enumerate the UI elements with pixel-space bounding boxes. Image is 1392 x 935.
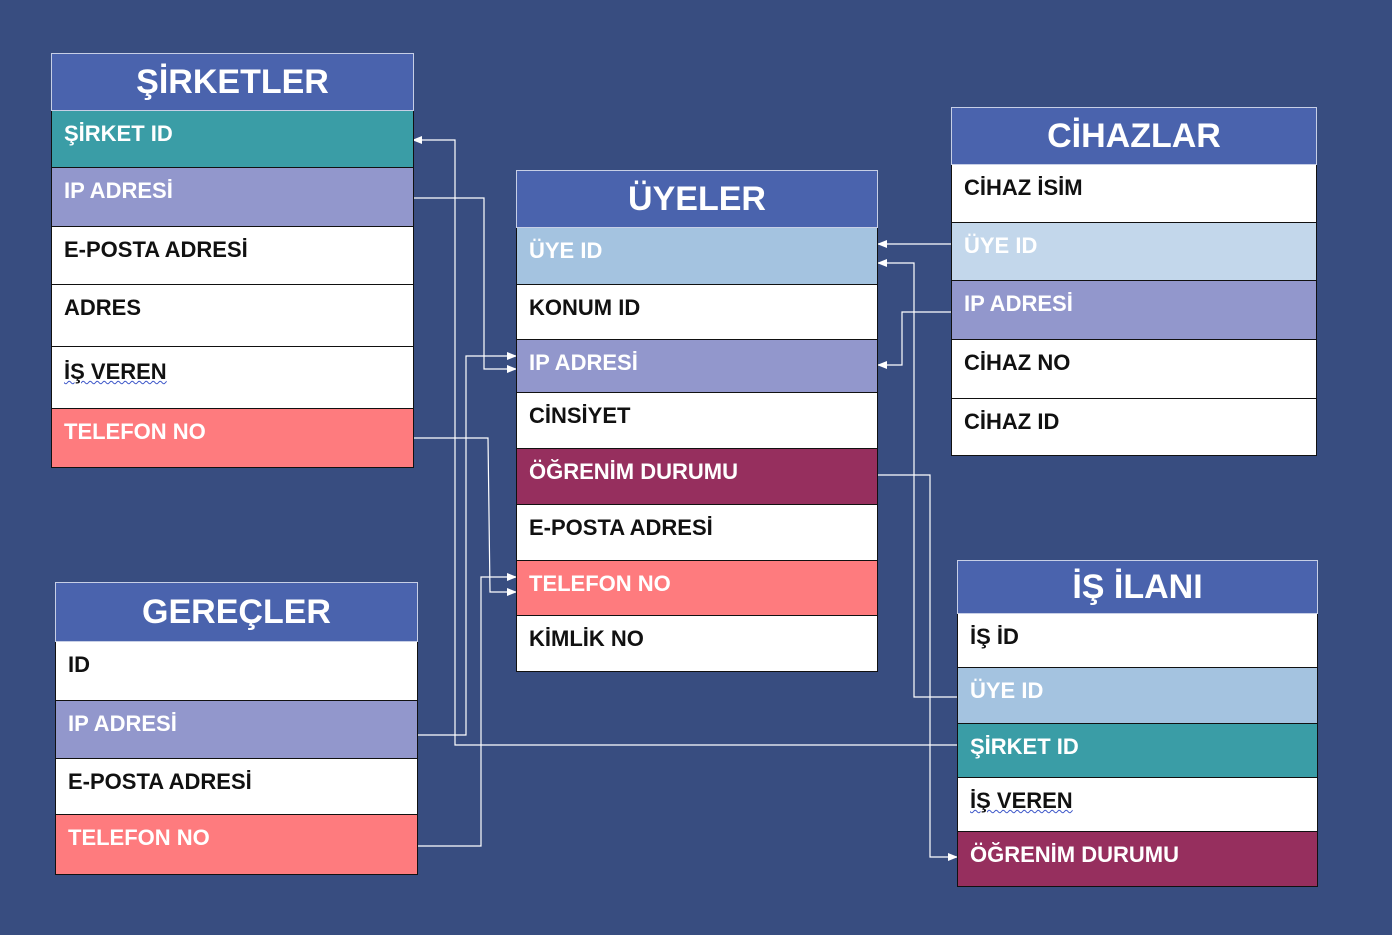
table-title-sirketler: ŞİRKETLER [51, 53, 414, 111]
connector-ip-cihazlar-to-uyeler [877, 311, 952, 369]
field-telefon-no: TELEFON NO [51, 409, 414, 468]
field-e-posta-adresi: E-POSTA ADRESİ [516, 505, 878, 561]
field-ip-adresi: IP ADRESİ [51, 168, 414, 227]
table-cihazlar: CİHAZLAR CİHAZ İSİM ÜYE ID IP ADRESİ CİH… [951, 107, 1317, 456]
field-cihaz-isim: CİHAZ İSİM [951, 165, 1317, 223]
field-id: ID [55, 642, 418, 701]
connector-ogrenim-uyeler-to-is-ilani [878, 474, 958, 861]
field-sirket-id: ŞİRKET ID [957, 724, 1318, 778]
field-cihaz-id: CİHAZ ID [951, 399, 1317, 456]
field-is-veren-label: İŞ VEREN [970, 788, 1073, 813]
field-ip-adresi: IP ADRESİ [951, 281, 1317, 340]
field-uye-id: ÜYE ID [957, 668, 1318, 724]
field-ogrenim-durumu: ÖĞRENİM DURUMU [957, 832, 1318, 887]
field-e-posta-adresi: E-POSTA ADRESİ [51, 227, 414, 285]
table-uyeler: ÜYELER ÜYE ID KONUM ID IP ADRESİ CİNSİYE… [516, 170, 878, 672]
field-cihaz-no: CİHAZ NO [951, 340, 1317, 399]
field-ip-adresi: IP ADRESİ [55, 701, 418, 759]
connector-ip-gerecler-to-uyeler [418, 352, 517, 736]
field-ip-adresi: IP ADRESİ [516, 340, 878, 393]
table-gerecler: GEREÇLER ID IP ADRESİ E-POSTA ADRESİ TEL… [55, 582, 418, 875]
table-title-gerecler: GEREÇLER [55, 582, 418, 642]
field-ogrenim-durumu: ÖĞRENİM DURUMU [516, 449, 878, 505]
table-sirketler: ŞİRKETLER ŞİRKET ID IP ADRESİ E-POSTA AD… [51, 53, 414, 468]
field-adres: ADRES [51, 285, 414, 347]
connector-uye-id-is-ilani-to-uyeler [877, 259, 958, 698]
field-e-posta-adresi: E-POSTA ADRESİ [55, 759, 418, 815]
field-cinsiyet: CİNSİYET [516, 393, 878, 449]
field-uye-id: ÜYE ID [516, 228, 878, 285]
connector-telefon-sirketler-to-uyeler [413, 437, 517, 596]
field-is-veren: İŞ VEREN [957, 778, 1318, 832]
table-title-cihazlar: CİHAZLAR [951, 107, 1317, 165]
field-is-veren-label: İŞ VEREN [64, 359, 167, 384]
table-is-ilani: İŞ İLANI İŞ İD ÜYE ID ŞİRKET ID İŞ VEREN… [957, 560, 1318, 887]
field-telefon-no: TELEFON NO [55, 815, 418, 875]
field-telefon-no: TELEFON NO [516, 561, 878, 616]
field-kimlik-no: KİMLİK NO [516, 616, 878, 672]
field-konum-id: KONUM ID [516, 285, 878, 340]
connector-ip-sirketler-to-uyeler [413, 197, 517, 373]
connector-telefon-gerecler-to-uyeler [418, 573, 517, 847]
table-title-uyeler: ÜYELER [516, 170, 878, 228]
field-uye-id: ÜYE ID [951, 223, 1317, 281]
field-is-id: İŞ İD [957, 614, 1318, 668]
table-title-is-ilani: İŞ İLANI [957, 560, 1318, 614]
field-sirket-id: ŞİRKET ID [51, 111, 414, 168]
field-is-veren: İŞ VEREN [51, 347, 414, 409]
